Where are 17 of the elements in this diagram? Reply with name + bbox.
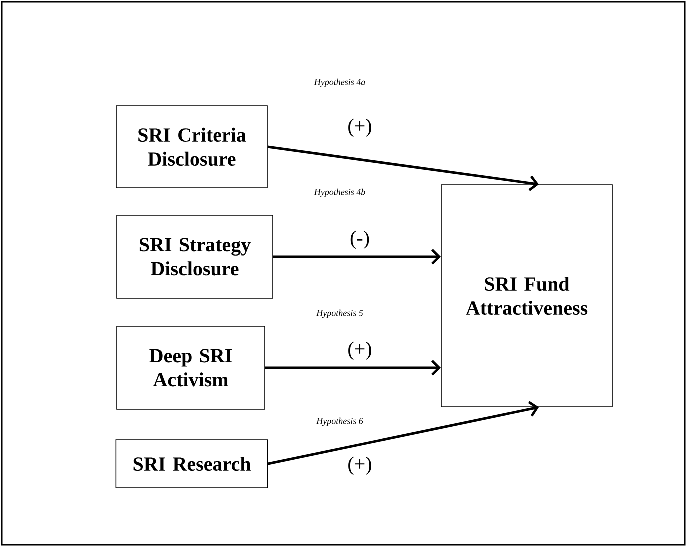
edge-label: (+): [346, 118, 374, 138]
edge-label: (+): [346, 456, 374, 476]
hypothesis-label: Hypothesis 5: [316, 310, 364, 318]
edge-label: (+): [346, 340, 374, 362]
concept-box: Deep SRI Activism: [116, 326, 266, 410]
arrow: [268, 401, 540, 466]
hypothesis-label: Hypothesis 4b: [314, 188, 366, 198]
concept-box: SRI Research: [116, 440, 268, 488]
concept-box: SRI Criteria Disclosure: [116, 106, 268, 188]
concept-box: SRI Fund Attractiveness: [441, 184, 613, 408]
arrow: [265, 360, 442, 376]
arrow: [268, 146, 540, 192]
hypothesis-label: Hypothesis 6: [316, 418, 364, 426]
concept-box: SRI Strategy Disclosure: [116, 215, 274, 299]
edge-label: (-): [349, 230, 371, 250]
hypothesis-label: Hypothesis 4a: [314, 78, 366, 88]
arrow: [273, 249, 442, 265]
